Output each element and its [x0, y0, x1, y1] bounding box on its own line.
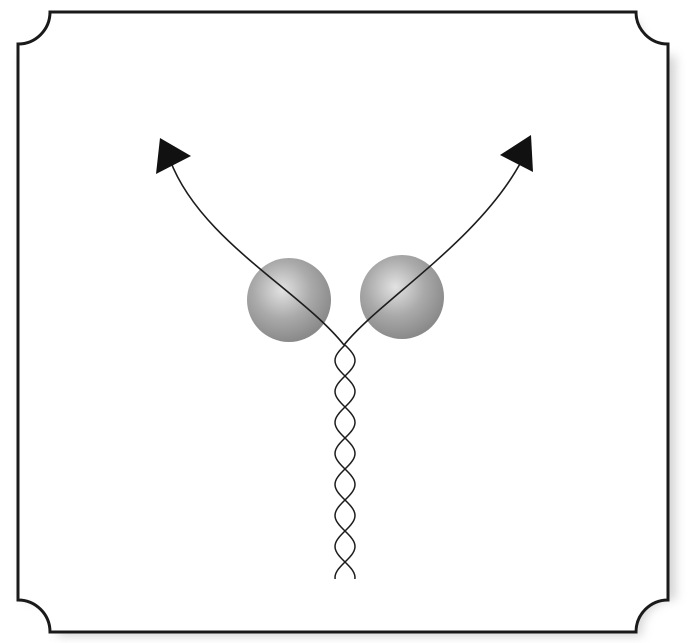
- diagram-frame: [18, 12, 668, 632]
- left-sphere: [247, 258, 331, 342]
- right-sphere: [360, 255, 444, 339]
